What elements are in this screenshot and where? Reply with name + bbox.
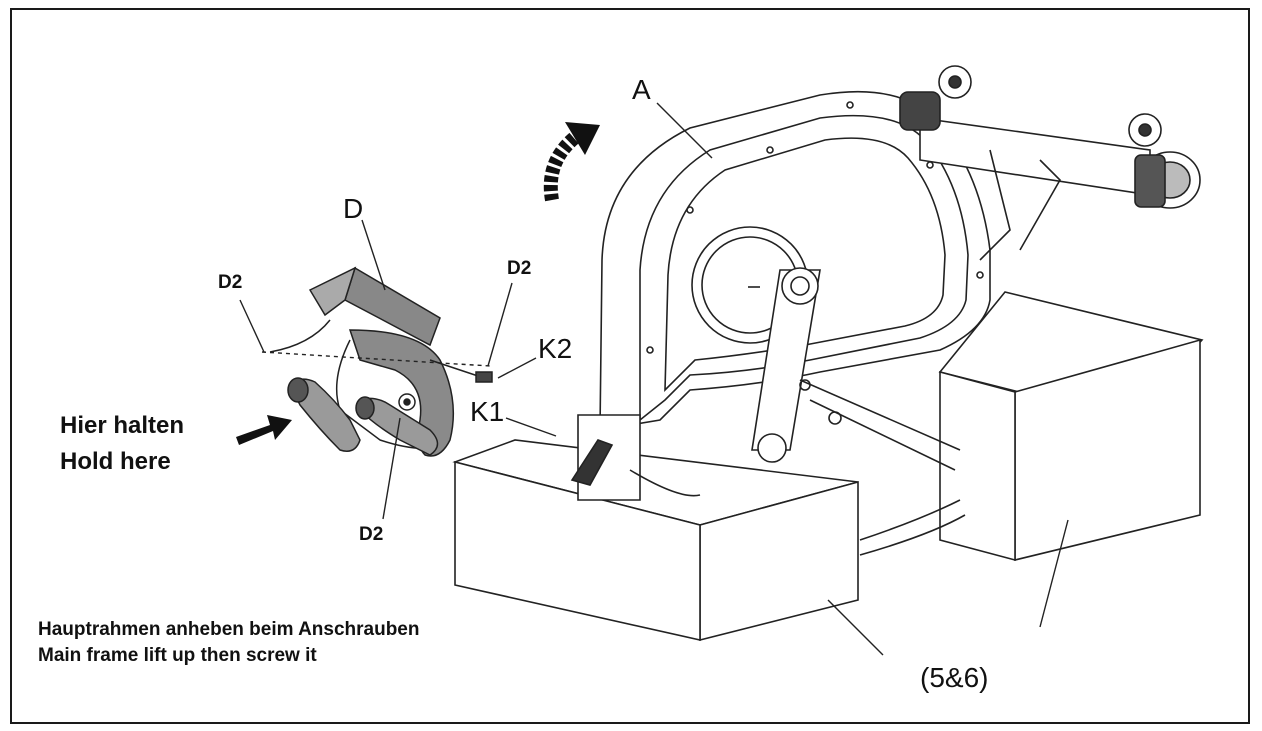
- label-d: D: [343, 193, 364, 224]
- label-a: A: [632, 74, 651, 105]
- label-d2-left: D2: [218, 272, 243, 293]
- lift-arrow-icon: [543, 122, 600, 202]
- instruction-en: Main frame lift up then screw it: [38, 645, 317, 666]
- hold-here-en: Hold here: [60, 448, 171, 475]
- hold-arrow-icon: [236, 415, 292, 445]
- reference-label: (5&6): [920, 662, 989, 693]
- hold-here-text: Hier halten Hold here: [60, 408, 184, 480]
- label-d2-bottom: D2: [359, 524, 384, 545]
- label-k1: K1: [470, 396, 505, 427]
- rear-support-box: [938, 291, 1204, 562]
- leader-lines: [239, 102, 1069, 656]
- hold-here-de: Hier halten: [60, 412, 185, 439]
- front-support-box: [452, 414, 859, 642]
- instruction-de: Hauptrahmen anheben beim Anschrauben: [38, 619, 420, 640]
- label-k2: K2: [538, 333, 573, 364]
- handlebar-part-d: [269, 266, 493, 457]
- main-frame-a: [599, 65, 1201, 556]
- label-d2-right: D2: [507, 258, 532, 279]
- instruction-text: Hauptrahmen anheben beim Anschrauben Mai…: [38, 617, 419, 669]
